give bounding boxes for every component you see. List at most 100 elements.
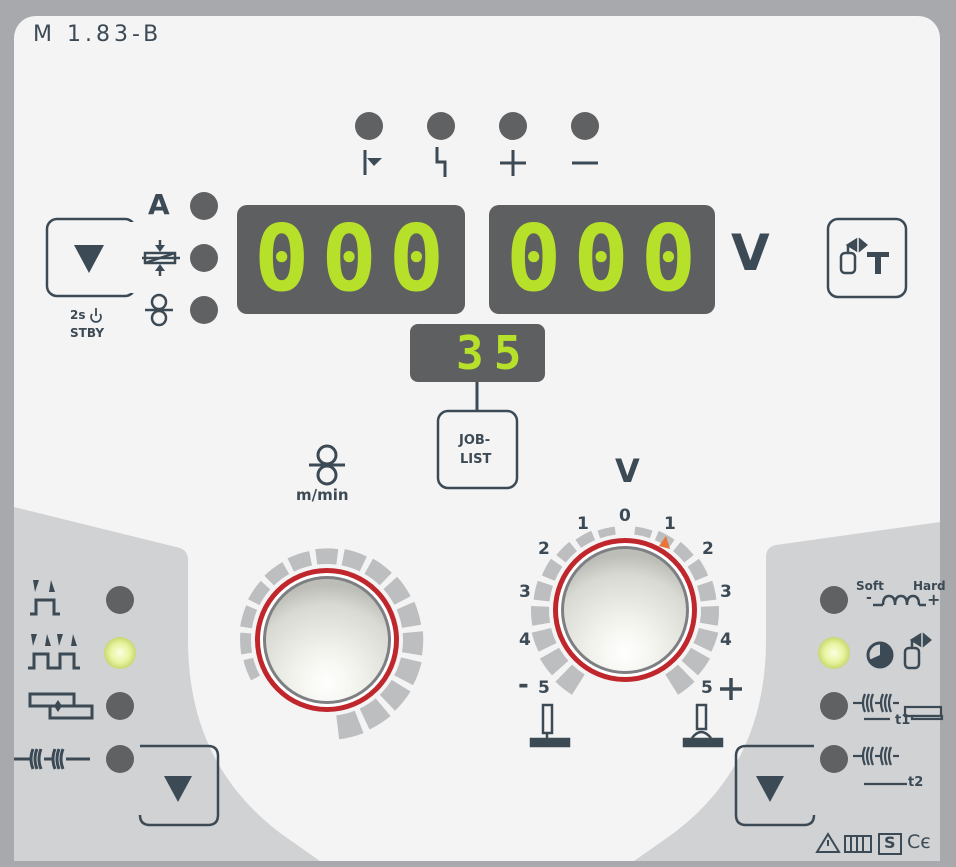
voltage-scale-right-segment-9	[665, 664, 695, 695]
wire-speed-scale-segment-15	[359, 698, 391, 730]
voltage-scale-right-segment-7	[693, 627, 719, 652]
led-top-4	[571, 112, 599, 140]
voltage-scale	[531, 526, 720, 695]
led-mode-interval	[106, 745, 134, 773]
choke-minus-label: -	[866, 590, 872, 606]
led-top-3	[499, 112, 527, 140]
wire-speed-title-icon	[309, 444, 345, 486]
model-label: M 1.83-B	[33, 22, 163, 47]
left-mode-panel	[14, 507, 320, 861]
unit-volts-label: V	[731, 224, 770, 282]
torch-spray-arc-icon	[682, 703, 724, 748]
s-mark-icon	[878, 833, 902, 855]
voltage-title-label: V	[615, 452, 640, 490]
wire-speed-scale-segment-2	[240, 632, 253, 655]
choke-soft-label: Soft	[856, 579, 884, 593]
job-list-button-frame	[436, 409, 519, 490]
led-mode-4t	[104, 637, 136, 669]
display-left: 000	[254, 205, 457, 312]
job-list-button[interactable]	[438, 411, 517, 488]
material-thickness-icon	[140, 240, 180, 276]
voltage-scale-right-segment-8	[681, 647, 711, 676]
display-right-bg	[489, 205, 715, 314]
scale-zero: 0	[619, 506, 631, 526]
torch-short-arc-icon	[529, 703, 571, 748]
gas-postflow-icon	[866, 632, 932, 670]
scale-left-3: 3	[519, 582, 531, 602]
right-select-button-frame	[734, 744, 816, 827]
mode-4t-icon	[28, 634, 80, 670]
gas-test-button[interactable]	[828, 219, 906, 297]
power-icon	[90, 308, 102, 323]
voltage-scale-left-segment-9	[597, 526, 616, 539]
ip-protection-icon	[844, 835, 872, 853]
wire-speed-scale-segment-13	[394, 657, 422, 686]
job-list-label-1: JOB-	[459, 433, 491, 448]
wire-speed-scale-segment-5	[264, 562, 290, 586]
gas-test-button-frame	[826, 217, 908, 299]
wire-speed-scale-segment-4	[248, 580, 271, 606]
standby-button[interactable]	[47, 219, 135, 296]
wire-speed-scale-segment-3	[240, 605, 258, 629]
display-right: 000	[506, 205, 709, 312]
plus-icon	[500, 150, 526, 176]
voltage-scale-left-segment-6	[541, 558, 563, 581]
led-timer-t2	[820, 745, 848, 773]
voltage-scale-right-segment-1	[634, 526, 653, 539]
display-left-bg	[237, 205, 465, 314]
top-leds	[355, 112, 599, 140]
led-current	[190, 192, 218, 220]
gas-test-t-icon	[867, 252, 889, 274]
led-mode-2t	[106, 586, 134, 614]
standby-label: STBY	[70, 326, 105, 340]
voltage-scale-left-segment-3	[531, 627, 557, 652]
voltage-knob-control[interactable]	[553, 538, 697, 682]
scale-right-5: 5	[701, 678, 713, 698]
ce-mark-icon: Cє	[907, 831, 931, 853]
timer-t1-label: t1	[895, 713, 911, 728]
choke-hard-label: Hard	[913, 579, 946, 593]
led-mode-spot	[106, 692, 134, 720]
current-indicator-label: A	[148, 188, 170, 221]
voltage-scale-left-segment-2	[539, 647, 569, 676]
standby-time-label: 2s	[70, 308, 86, 322]
left-select-button-frame	[138, 744, 220, 827]
voltage-plus-icon	[720, 678, 742, 700]
scale-left-4: 4	[519, 630, 531, 650]
wire-speed-scale-segment-16	[336, 710, 364, 740]
mode-2t-icon	[30, 580, 60, 616]
led-gas-postflow	[818, 637, 850, 669]
certification-marks	[815, 832, 902, 855]
scale-right-3: 3	[720, 582, 732, 602]
wire-speed-scale-segment-11	[396, 601, 422, 628]
display-job: 35	[456, 326, 532, 380]
warning-icon	[815, 832, 841, 853]
voltage-scale-right-segment-6	[699, 605, 720, 626]
mode-spot-icon	[28, 692, 94, 720]
scale-left-5: 5	[538, 678, 550, 698]
voltage-scale-left-segment-5	[533, 580, 553, 602]
wire-speed-scale-segment-12	[402, 631, 424, 656]
wire-speed-scale-segment-10	[383, 576, 411, 605]
mode-interval-icon	[14, 748, 90, 770]
material-thickness-top-icon	[363, 150, 382, 175]
wire-speed-knob-control[interactable]	[255, 568, 399, 712]
scale-right-4: 4	[720, 630, 732, 650]
display-job-bg	[410, 324, 545, 382]
wire-speed-scale-segment-14	[379, 679, 411, 711]
wire-speed-scale-segment-8	[341, 549, 367, 572]
timer-t2-label: t2	[908, 775, 924, 790]
top-icons	[363, 147, 598, 177]
right-select-button[interactable]	[736, 746, 814, 825]
scale-left-1: 1	[577, 514, 589, 534]
voltage-scale-left-segment-4	[531, 605, 551, 626]
timer-t1-icon	[853, 693, 944, 721]
left-select-button[interactable]	[140, 746, 218, 825]
job-list-label-2: LIST	[460, 452, 492, 467]
voltage-scale-left-segment-7	[556, 541, 577, 563]
scale-minus: -	[518, 670, 529, 700]
led-timer-t1	[820, 692, 848, 720]
wire-speed-scale-segment-7	[315, 548, 339, 565]
